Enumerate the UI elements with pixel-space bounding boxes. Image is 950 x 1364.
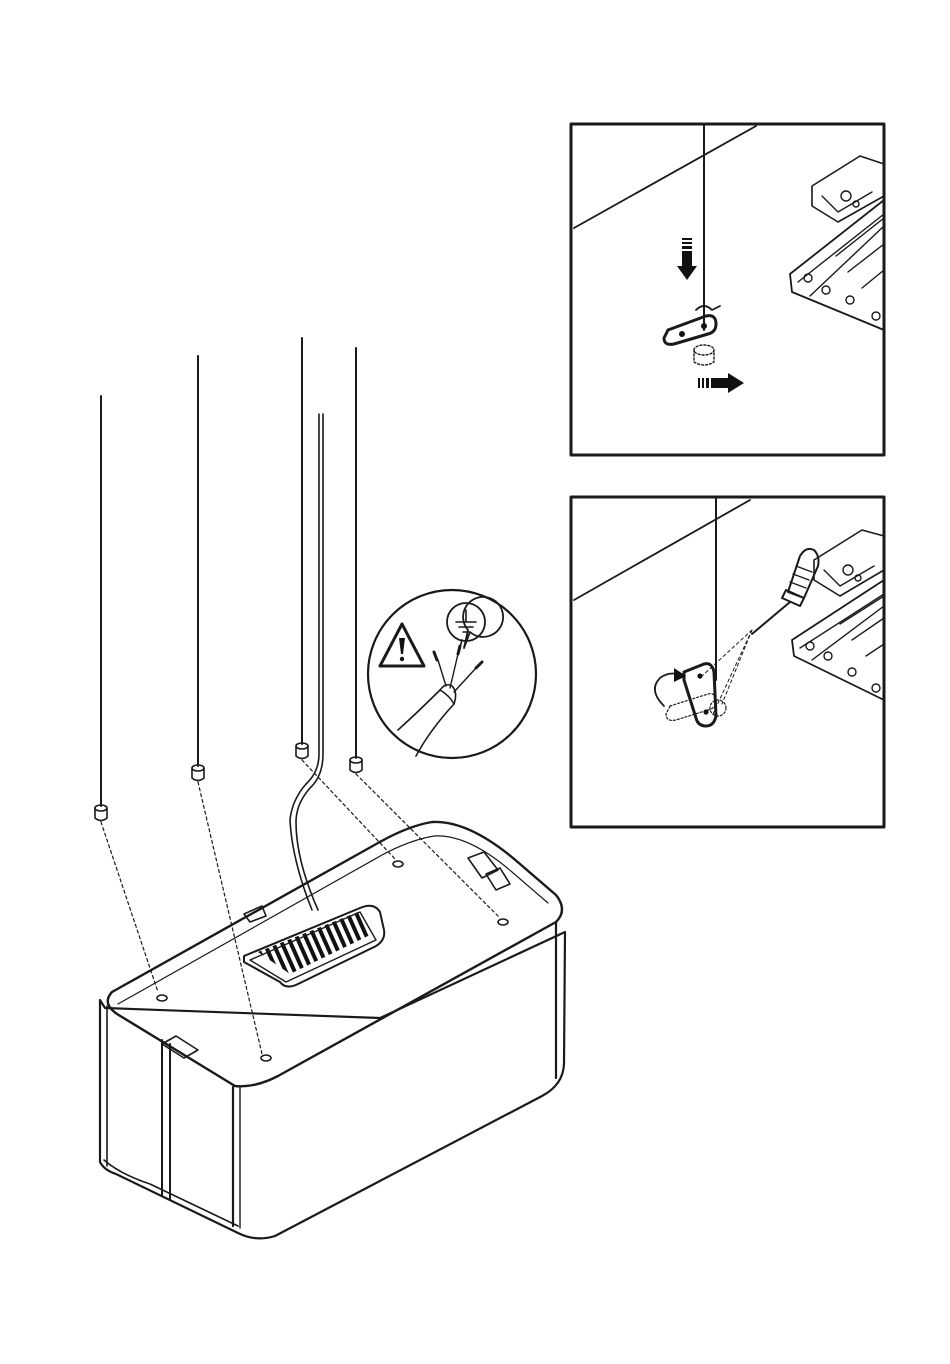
down-arrow-icon [677,238,697,280]
power-cord [290,414,323,910]
wiring-callout [368,590,536,758]
hood-body [100,822,565,1238]
screwdriver-icon [752,549,819,634]
cable-ferrule [95,743,362,821]
warning-triangle-icon [380,624,424,666]
detail-panel-hook-insert [571,124,884,455]
mounting-clip [162,852,510,1058]
detail-panel-screw-tighten [571,497,884,827]
right-arrow-icon [698,373,744,393]
rotate-arrow-icon [655,668,686,706]
earth-ground-icon [447,597,503,654]
electrical-grill [244,906,384,987]
suspension-cable [101,338,356,806]
